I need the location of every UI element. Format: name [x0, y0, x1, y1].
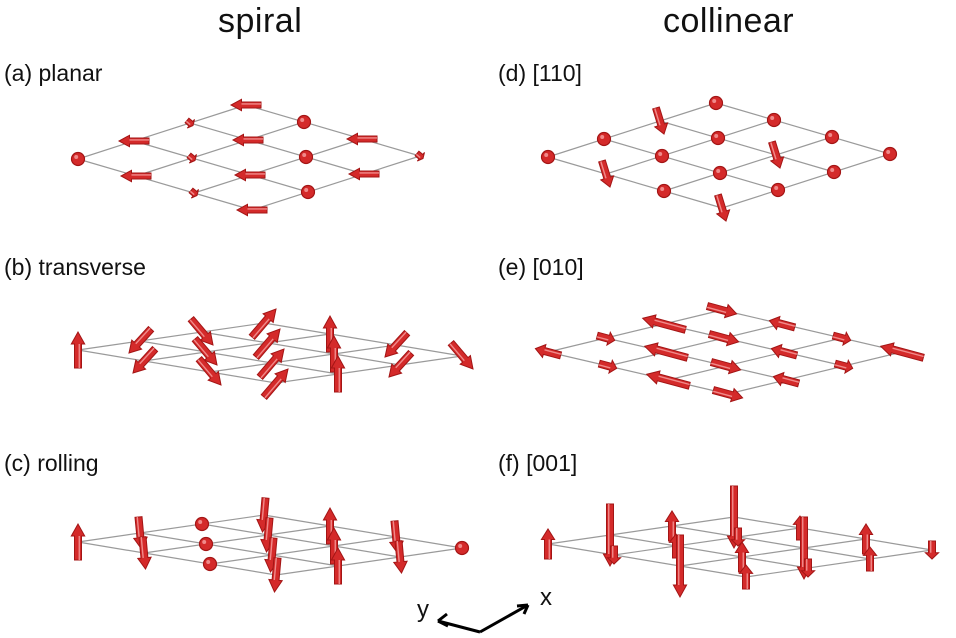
spin-arrow-5	[186, 152, 197, 164]
spin-arrow-14	[347, 167, 380, 181]
spin-arrow-60	[714, 193, 731, 222]
panel-label-b: (b) transverse	[4, 254, 146, 280]
spin-arrow-21	[191, 335, 218, 366]
spin-arrow-93	[800, 558, 816, 578]
lattice-grids	[77, 102, 933, 578]
spin-arrow-6	[231, 133, 264, 147]
spin-arrow-0	[70, 151, 86, 167]
spin-arrow-15	[414, 150, 425, 162]
spin-arrow-58	[768, 140, 785, 169]
spin-arrow-9	[233, 168, 266, 182]
grid-c	[77, 514, 463, 576]
panel-label-e: (e) [010]	[498, 254, 584, 280]
spin-arrow-75	[831, 330, 852, 347]
spin-arrow-2	[184, 117, 195, 129]
spin-arrow-92	[738, 564, 754, 590]
spin-arrow-54	[710, 130, 726, 146]
grid-a	[77, 104, 421, 211]
spin-arrow-67	[705, 302, 738, 319]
spin-arrow-16	[70, 330, 86, 369]
panel-label-d: (d) [110]	[498, 60, 582, 86]
spin-arrow-70	[707, 330, 740, 347]
spin-arrow-8	[188, 187, 199, 199]
spin-arrow-68	[597, 358, 618, 375]
spin-arrow-80	[540, 528, 556, 560]
spin-arrow-11	[345, 132, 378, 146]
spin-arrow-59	[824, 129, 840, 145]
spin-arrow-53	[654, 148, 670, 164]
spin-arrow-3	[229, 98, 262, 112]
panel-label-c: (c) rolling	[4, 450, 99, 476]
spin-arrow-72	[645, 370, 691, 390]
spin-arrow-76	[711, 386, 744, 403]
spin-arrow-1	[117, 134, 150, 148]
spin-arrow-69	[643, 342, 689, 362]
spin-arrow-55	[766, 112, 782, 128]
panel-label-f: (f) [001]	[498, 450, 578, 476]
spin-arrow-84	[606, 545, 622, 565]
spin-arrow-22	[252, 328, 281, 361]
spin-arrow-73	[709, 358, 742, 375]
spin-arrow-63	[882, 146, 898, 162]
grid-f	[547, 516, 933, 578]
spin-arrow-61	[770, 182, 786, 198]
spin-arrow-19	[248, 308, 277, 341]
spin-arrow-89	[734, 541, 750, 573]
spiral-column-title: spiral	[218, 2, 303, 40]
spin-arrow-25	[256, 348, 285, 381]
spin-arrow-27	[384, 329, 411, 358]
spin-arrow-30	[388, 349, 415, 378]
spin-arrow-12	[235, 203, 268, 217]
spin-arrow-20	[132, 345, 159, 374]
spin-arrow-57	[712, 165, 728, 181]
collinear-column-title: collinear	[663, 2, 795, 40]
grid-b	[77, 322, 463, 384]
grid-d	[547, 102, 891, 209]
panel-label-a: (a) planar	[4, 60, 103, 86]
spin-arrow-45	[330, 546, 346, 585]
grid-e	[547, 309, 903, 395]
x-axis-label: x	[540, 584, 552, 611]
spin-arrow-94	[862, 546, 878, 572]
spin-arrow-40	[202, 556, 218, 572]
spin-arrow-56	[656, 183, 672, 199]
spin-arrow-62	[826, 164, 842, 180]
spin-arrow-29	[330, 354, 346, 393]
spin-arrow-18	[187, 315, 214, 346]
spin-arrow-65	[595, 330, 616, 347]
y-axis-label: y	[417, 596, 429, 623]
spin-arrow-74	[770, 343, 799, 360]
spin-arrow-95	[924, 540, 940, 560]
spin-arrow-66	[641, 314, 687, 334]
spin-arrow-47	[454, 540, 470, 556]
spin-arrow-50	[652, 106, 669, 135]
spin-arrow-64	[534, 343, 563, 360]
spin-arrow-46	[392, 540, 408, 574]
spin-arrow-37	[198, 536, 214, 552]
spin-arrow-32	[70, 522, 86, 561]
spin-arrow-17	[128, 325, 155, 354]
spin-arrow-71	[768, 315, 797, 332]
axis-indicator	[437, 603, 530, 634]
spin-arrow-44	[268, 557, 284, 594]
spin-arrows	[70, 95, 940, 599]
spin-arrow-48	[540, 149, 556, 165]
spin-arrow-28	[260, 368, 289, 401]
spin-arrow-10	[298, 149, 314, 165]
spin-arrow-77	[772, 371, 801, 388]
spin-arrow-36	[136, 536, 152, 570]
spin-arrow-31	[447, 339, 474, 370]
spin-arrow-79	[879, 342, 925, 362]
spin-arrow-4	[119, 169, 152, 183]
spin-arrow-24	[195, 355, 222, 386]
spin-arrow-7	[296, 114, 312, 130]
spin-arrow-52	[598, 159, 615, 188]
spin-arrow-51	[708, 95, 724, 111]
spin-arrow-34	[194, 516, 210, 532]
spin-arrow-13	[300, 184, 316, 200]
spin-arrow-88	[672, 534, 688, 599]
spin-arrow-78	[833, 358, 854, 375]
spin-arrow-49	[596, 131, 612, 147]
